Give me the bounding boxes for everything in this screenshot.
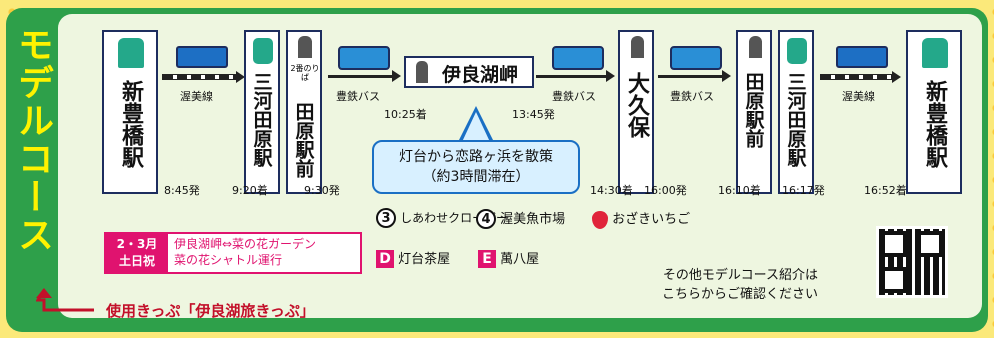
- station-shintoyohashi-1: 新豊橋駅: [102, 30, 158, 194]
- qr-code[interactable]: [876, 226, 948, 298]
- number-4-icon: 4: [476, 209, 496, 229]
- legend-item-d: D 灯台茶屋: [376, 248, 450, 268]
- time-label: 16:00発: [644, 184, 687, 197]
- train-icon: [176, 46, 228, 68]
- rail-track: [820, 74, 892, 80]
- activity-callout: 灯台から恋路ヶ浜を散策 （約3時間滞在）: [372, 140, 580, 194]
- arrow-icon: [236, 71, 245, 83]
- route-line: [658, 75, 724, 78]
- mode-label: 豊鉄バス: [336, 90, 380, 103]
- promo-line: こちらからご確認ください: [662, 287, 819, 302]
- legend-label: 萬八屋: [500, 252, 540, 267]
- time-label: 14:30着: [590, 184, 633, 197]
- platform-label: 2番のりば: [290, 64, 320, 82]
- legend-label: 渥美魚市場: [500, 212, 566, 227]
- rail-track: [162, 74, 236, 80]
- arrow-icon: [892, 71, 901, 83]
- time-label: 10:25着: [384, 108, 427, 121]
- letter-d-icon: D: [376, 250, 394, 268]
- legend-item-4: 4 渥美魚市場: [476, 208, 565, 229]
- train-icon: [836, 46, 888, 68]
- promo-text: その他モデルコース紹介は こちらからご確認ください: [662, 266, 818, 304]
- terminal-name: 伊良湖岬: [442, 64, 519, 86]
- bus-icon: [338, 46, 390, 70]
- strawberry-icon: [592, 210, 608, 229]
- station-mikawatahara-1: 三河田原駅: [244, 30, 280, 194]
- season-line: 菜の花シャトル運行: [174, 253, 283, 267]
- legend-label: 灯台茶屋: [398, 252, 451, 267]
- qr-corner: [917, 231, 943, 257]
- bus-stop-icon: [631, 36, 644, 58]
- train-icon: [787, 38, 807, 64]
- legend-label: おざきいちご: [612, 212, 691, 227]
- callout-line: （約3時間滞在）: [422, 169, 530, 185]
- arrow-icon: [392, 70, 401, 82]
- station-name: 新豊橋駅: [118, 80, 143, 168]
- pass-arrow-icon: [36, 288, 94, 312]
- bus-icon: [552, 46, 604, 70]
- side-title: モデルコース: [12, 26, 53, 254]
- arrow-icon: [606, 70, 615, 82]
- mode-label: 渥美線: [180, 90, 213, 103]
- time-label: 16:52着: [864, 184, 907, 197]
- route-line: [328, 75, 394, 78]
- station-name: 田原駅前: [742, 72, 765, 148]
- letter-e-icon: E: [478, 250, 496, 268]
- legend-item-e: E 萬八屋: [478, 248, 539, 268]
- station-name: 三河田原駅: [250, 72, 273, 167]
- bus-stop-icon: [416, 61, 428, 83]
- station-taharaekimae-2: 田原駅前: [736, 30, 772, 194]
- station-name: 大久保: [624, 72, 649, 138]
- train-icon: [253, 38, 273, 64]
- station-name: 田原駅前: [292, 102, 315, 178]
- ferry-terminal: 伊良湖岬: [404, 56, 534, 88]
- callout-tip-inner: [462, 112, 490, 142]
- arrow-icon: [722, 70, 731, 82]
- bus-stop-icon: [298, 36, 312, 58]
- callout-line: 灯台から恋路ヶ浜を散策: [399, 149, 553, 165]
- train-icon: [922, 38, 948, 68]
- time-label: 8:45発: [164, 184, 200, 197]
- station-mikawatahara-2: 三河田原駅: [778, 30, 814, 194]
- ticket-label: 使用きっぷ「伊良湖旅きっぷ」: [106, 302, 315, 320]
- station-taharaekimae-1: 2番のりば 田原駅前: [286, 30, 322, 194]
- season-days: 土日祝: [118, 254, 155, 268]
- time-label: 9:20着: [232, 184, 268, 197]
- seasonal-note: 2・3月 土日祝 伊良湖岬⇔菜の花ガーデン 菜の花シャトル運行: [104, 232, 362, 274]
- station-name: 三河田原駅: [784, 72, 807, 167]
- legend-strawberry: おざきいちご: [592, 208, 690, 229]
- time-label: 16:17発: [782, 184, 825, 197]
- time-label: 16:10着: [718, 184, 761, 197]
- train-icon: [118, 38, 144, 68]
- season-months: 2・3月: [116, 237, 158, 251]
- bus-stop-icon: [749, 36, 762, 58]
- station-okubo: 大久保: [618, 30, 654, 194]
- bus-icon: [670, 46, 722, 70]
- time-label: 13:45発: [512, 108, 555, 121]
- station-shintoyohashi-2: 新豊橋駅: [906, 30, 962, 194]
- qr-corner: [881, 231, 907, 257]
- qr-corner: [881, 267, 907, 293]
- time-label: 9:30発: [304, 184, 340, 197]
- season-badge: 2・3月 土日祝: [106, 234, 168, 274]
- route-line: [536, 75, 606, 78]
- number-3-icon: 3: [376, 208, 396, 228]
- season-line: 伊良湖岬⇔菜の花ガーデン: [174, 237, 317, 251]
- station-name: 新豊橋駅: [922, 80, 947, 168]
- mode-label: 豊鉄バス: [552, 90, 596, 103]
- mode-label: 豊鉄バス: [670, 90, 714, 103]
- promo-line: その他モデルコース紹介は: [662, 268, 819, 283]
- season-text: 伊良湖岬⇔菜の花ガーデン 菜の花シャトル運行: [174, 236, 316, 268]
- mode-label: 渥美線: [842, 90, 875, 103]
